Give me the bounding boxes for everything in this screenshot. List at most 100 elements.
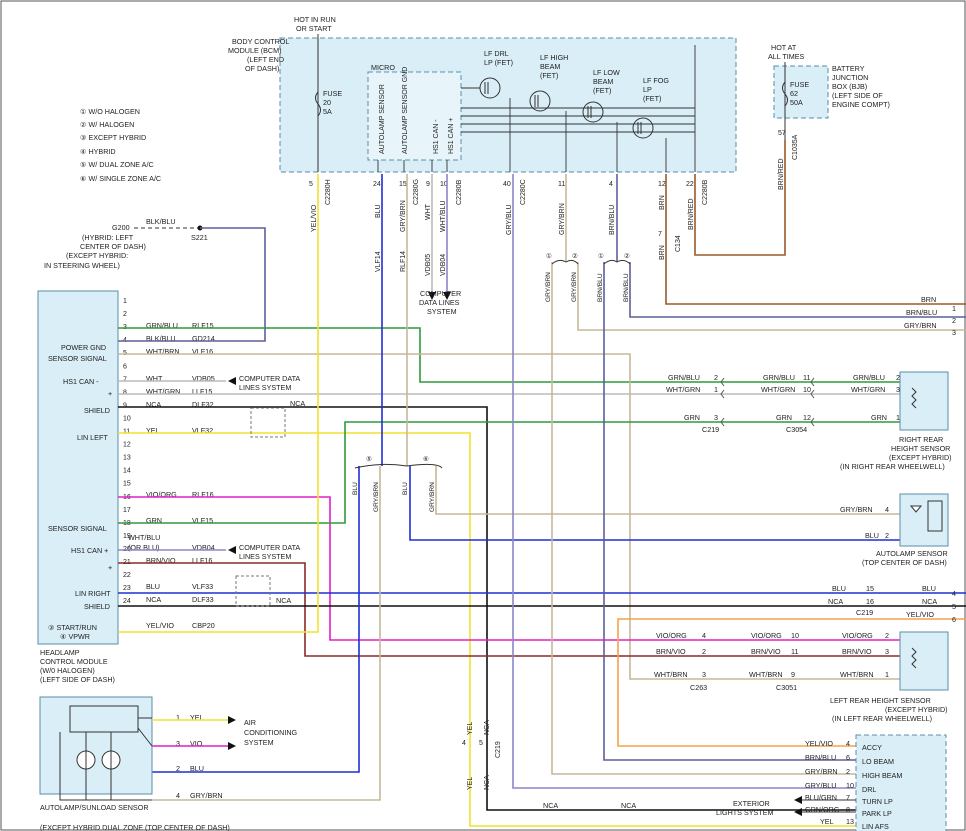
svg-text:13: 13 — [846, 817, 854, 826]
bcm-conn-c2280h: C2280H — [325, 179, 332, 205]
svg-text:LIN LEFT: LIN LEFT — [77, 433, 108, 442]
hcm-title: HEADLAMP CONTROL MODULE (W/0 HALOGEN) (L… — [40, 648, 115, 684]
svg-text:11: 11 — [791, 647, 798, 656]
svg-text:NCA: NCA — [828, 597, 843, 606]
wire-yel-vio-accy — [617, 618, 966, 747]
svg-text:LO BEAM: LO BEAM — [862, 757, 894, 766]
svg-text:⑤: ⑤ — [366, 455, 372, 463]
micro-label: MICRO — [371, 63, 395, 72]
svg-text:VLF15: VLF15 — [192, 516, 213, 525]
svg-text:LEFT REAR HEIGHT SENSOR: LEFT REAR HEIGHT SENSOR — [830, 696, 931, 705]
zone-brace — [354, 463, 443, 469]
svg-text:GRN/BLU: GRN/BLU — [853, 373, 885, 382]
svg-text:DRL: DRL — [862, 785, 876, 794]
bcm-title-3: OF DASH) — [245, 64, 279, 73]
svg-text:DLF33: DLF33 — [192, 595, 214, 604]
svg-text:⑥: ⑥ — [423, 455, 429, 463]
wire-gry-blu — [512, 174, 900, 789]
svg-text:EXTERIOR: EXTERIOR — [733, 799, 770, 808]
svg-text:15: 15 — [399, 181, 407, 188]
bcm-conn-c2280c: C2280C — [520, 179, 527, 205]
bottom-yel-2: YEL — [467, 777, 474, 790]
svg-text:②: ② — [572, 252, 578, 260]
svg-text:GRY/BRN: GRY/BRN — [190, 791, 223, 800]
svg-text:VIO/ORG: VIO/ORG — [146, 490, 177, 499]
svg-text:VLF16: VLF16 — [192, 347, 213, 356]
bcm-pin-numbers: 5 24 15 9 10 40 11 4 12 22 — [309, 181, 694, 188]
svg-text:BRN/VIO: BRN/VIO — [146, 556, 176, 565]
bottom-nca-2: NCA — [621, 801, 636, 810]
hcm-pin-2: 2 — [123, 311, 127, 318]
svg-text:11: 11 — [803, 373, 810, 382]
svg-text:③ EXCEPT HYBRID: ③ EXCEPT HYBRID — [80, 133, 146, 142]
lr-sensor-box — [899, 631, 949, 691]
bjb-title-1: JUNCTION — [832, 73, 868, 82]
svg-text:LF HIGH: LF HIGH — [540, 53, 568, 62]
svg-text:BRN/VIO: BRN/VIO — [751, 647, 781, 656]
computer-data-arrow-2 — [443, 292, 451, 300]
wire-gry-brn-hibeam — [551, 262, 900, 775]
micro-pin-3: HS1 CAN + — [448, 118, 455, 154]
svg-text:VLF32: VLF32 — [192, 426, 213, 435]
wire-blu-autolamp — [409, 466, 900, 541]
svg-text:BLK/BLU: BLK/BLU — [146, 334, 176, 343]
bcm-conn-c2280b-2: C2280B — [702, 179, 709, 205]
svg-text:GRY/BRN: GRY/BRN — [571, 272, 578, 302]
hcm-pin-22: 22 — [123, 572, 131, 579]
svg-text:GRN/BLU: GRN/BLU — [763, 373, 795, 382]
svg-text:RIGHT REAR: RIGHT REAR — [899, 435, 943, 444]
svg-text:3: 3 — [176, 739, 180, 748]
hcm-data-1-0: COMPUTER DATA — [239, 374, 300, 383]
svg-text:WHT: WHT — [425, 203, 432, 220]
wire-vio-org — [118, 496, 900, 641]
svg-text:BRN/BLU: BRN/BLU — [805, 753, 836, 762]
bcm-conn-c2280b: C2280B — [456, 179, 463, 205]
rr-sensor-box — [899, 371, 949, 431]
svg-text:2: 2 — [952, 316, 956, 325]
wire-gry-brn-bus — [577, 262, 966, 331]
svg-text:GRY/BRN: GRY/BRN — [429, 482, 436, 512]
svg-text:12: 12 — [658, 181, 666, 188]
svg-text:VDB05: VDB05 — [192, 374, 215, 383]
rr-sensor-symbol — [911, 387, 917, 409]
bcm-conn-c2280g: C2280G — [413, 179, 420, 205]
svg-text:GRY/BLU: GRY/BLU — [805, 781, 836, 790]
svg-text:WHT/GRN: WHT/GRN — [146, 387, 180, 396]
svg-text:VIO/ORG: VIO/ORG — [842, 631, 873, 640]
svg-text:HIGH BEAM: HIGH BEAM — [862, 771, 902, 780]
wire-wht-brn — [118, 353, 900, 680]
shield-break-1 — [250, 407, 286, 438]
svg-text:(EXCEPT HYBRID): (EXCEPT HYBRID) — [885, 705, 948, 714]
svg-text:3: 3 — [714, 413, 718, 422]
svg-text:GRY/BRN: GRY/BRN — [904, 321, 937, 330]
svg-text:GRY/BRN: GRY/BRN — [559, 203, 566, 235]
shield-nca-2: NCA — [276, 596, 291, 605]
legend: ① W/O HALOGEN ② W/ HALOGEN ③ EXCEPT HYBR… — [80, 107, 161, 183]
svg-text:BRN/BLU: BRN/BLU — [623, 273, 630, 302]
ground-g200: G200 — [112, 223, 130, 232]
bottom-nca-v1: NCA — [484, 720, 491, 735]
sunload-internal — [59, 717, 153, 801]
bottom-c219-pin-4: 4 — [462, 740, 466, 747]
svg-text:GRN: GRN — [146, 516, 162, 525]
svg-text:TURN LP: TURN LP — [862, 797, 893, 806]
computer-data-1: DATA LINES — [419, 298, 460, 307]
svg-text:2: 2 — [714, 373, 718, 382]
svg-text:10: 10 — [791, 631, 799, 640]
svg-text:4: 4 — [609, 181, 613, 188]
svg-text:AUTOLAMP/SUNLOAD SENSOR: AUTOLAMP/SUNLOAD SENSOR — [40, 803, 149, 812]
svg-text:NCA: NCA — [146, 595, 161, 604]
micro-pin-1: AUTOLAMP SENSOR GND — [402, 67, 409, 154]
svg-text:1: 1 — [176, 713, 180, 722]
svg-text:GRN/BLU: GRN/BLU — [668, 373, 700, 382]
hcm-pin-8: 8 — [123, 389, 127, 396]
svg-text:BLU: BLU — [352, 482, 359, 495]
svg-text:NCA: NCA — [146, 400, 161, 409]
wire-runs — [118, 140, 966, 827]
svg-text:(TOP CENTER OF DASH): (TOP CENTER OF DASH) — [862, 558, 947, 567]
svg-text:BLU/GRN: BLU/GRN — [805, 793, 837, 802]
